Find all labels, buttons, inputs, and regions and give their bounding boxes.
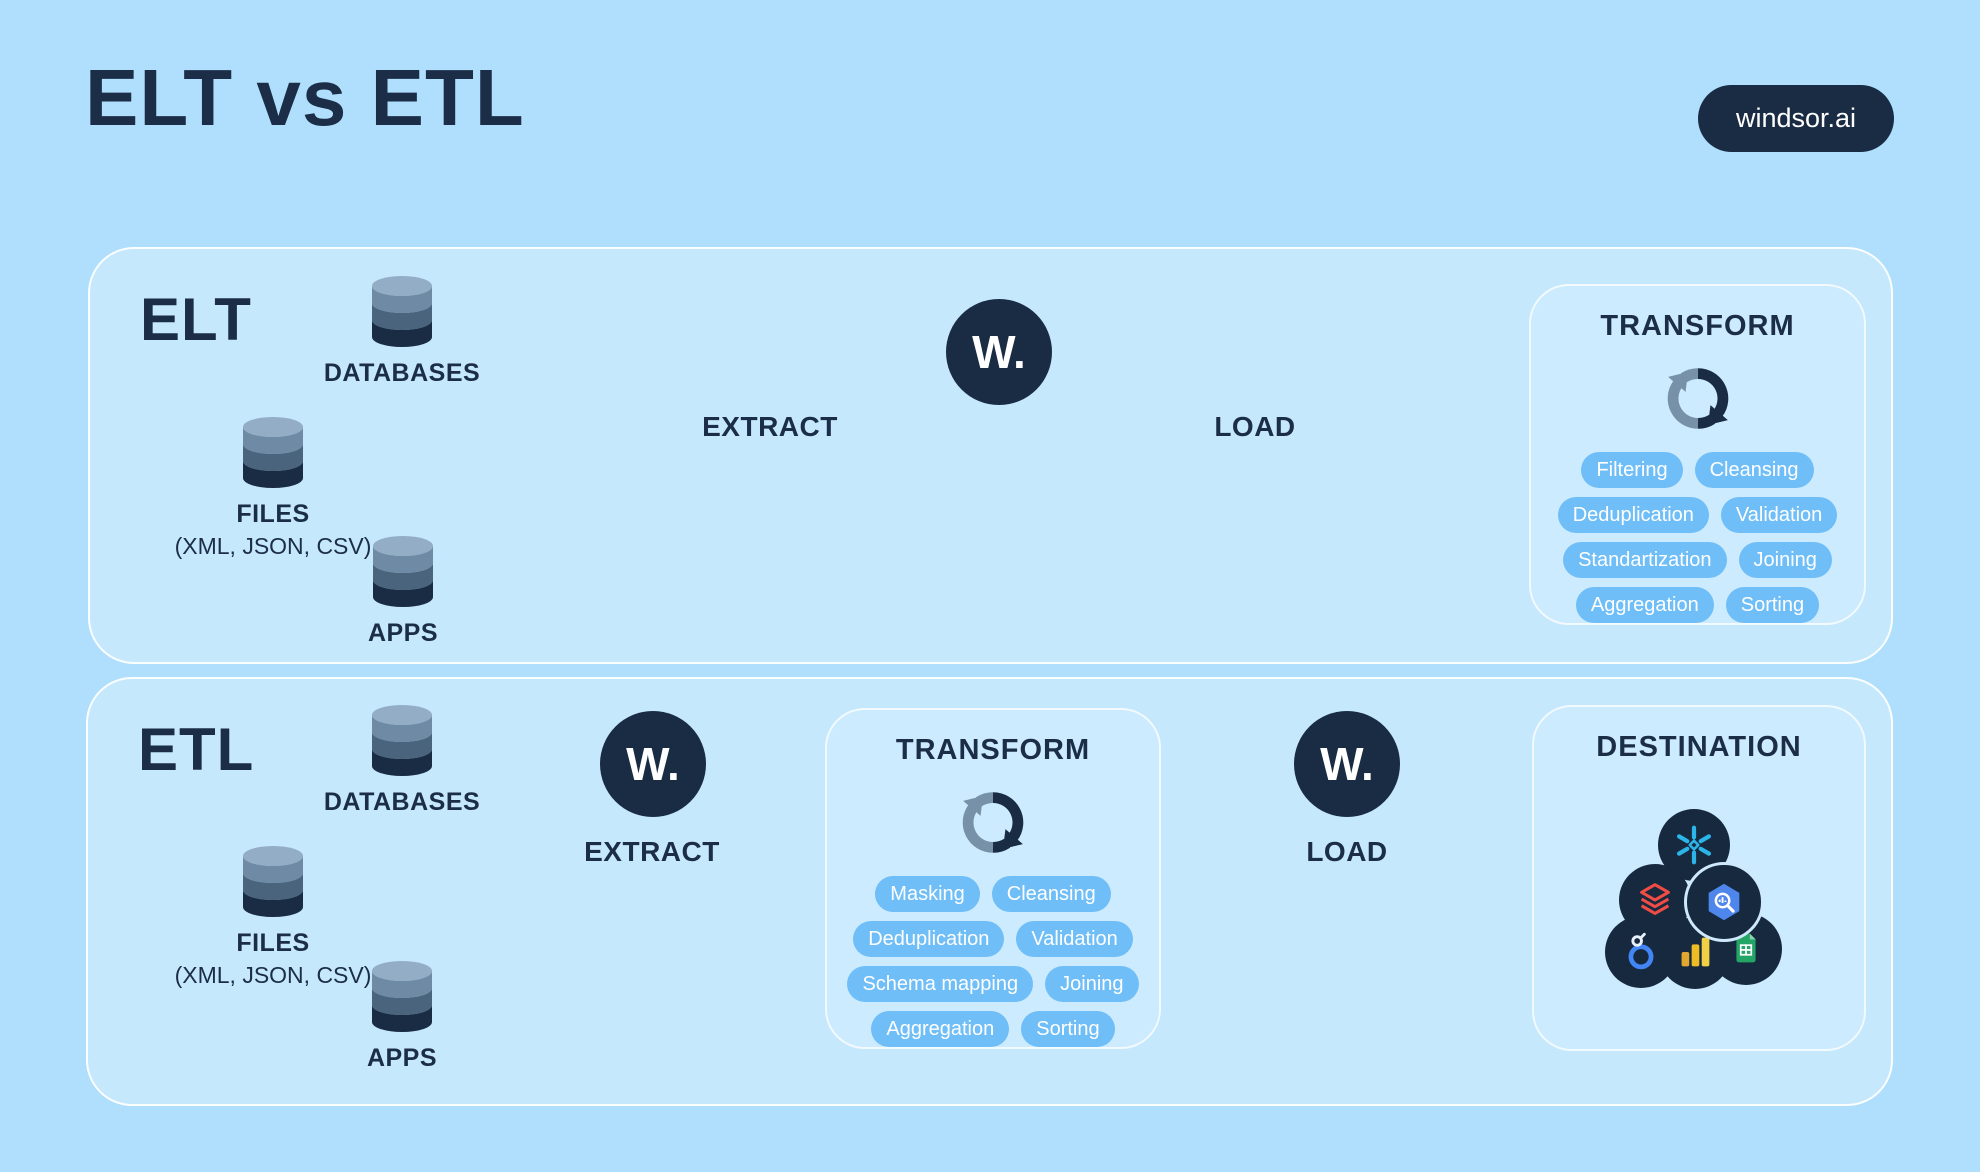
extract-label: EXTRACT <box>702 411 838 442</box>
transform-tag: Cleansing <box>991 876 1111 912</box>
bigquery-icon <box>1684 862 1764 942</box>
panel-title: ETL <box>138 716 255 783</box>
windsor-logo: W. <box>600 711 706 817</box>
source-databases: DATABASES <box>282 701 522 817</box>
transform-tag: Schema mapping <box>847 966 1034 1002</box>
database-icon <box>243 417 303 488</box>
database-icon <box>373 536 433 607</box>
source-sublabel: (XML, JSON, CSV) <box>174 962 372 988</box>
transform-tags: Masking Cleansing Deduplication Validati… <box>827 876 1159 1047</box>
transform-card: TRANSFORM Masking Cleansing Deduplicatio… <box>825 708 1161 1049</box>
source-label: DATABASES <box>323 788 481 816</box>
transform-tag: Standartization <box>1563 542 1727 578</box>
source-label: APPS <box>367 619 439 647</box>
transform-tag: Masking <box>875 876 980 912</box>
windsor-logo: W. <box>946 299 1052 405</box>
source-label: FILES <box>236 500 310 528</box>
transform-tag: Filtering <box>1581 452 1683 488</box>
transform-tag: Joining <box>1045 966 1139 1002</box>
transform-tag: Validation <box>1016 921 1133 957</box>
extract-label: EXTRACT <box>584 836 720 867</box>
source-sublabel: (XML, JSON, CSV) <box>174 533 372 559</box>
source-apps: APPS <box>282 957 522 1073</box>
transform-tag: Cleansing <box>1694 452 1814 488</box>
load-label: LOAD <box>1214 411 1296 442</box>
destination-title: DESTINATION <box>1596 731 1802 763</box>
source-label: DATABASES <box>323 359 481 387</box>
source-files: FILES (XML, JSON, CSV) <box>153 413 393 560</box>
database-icon <box>372 276 432 347</box>
transform-tag: Sorting <box>1725 587 1820 623</box>
source-label: APPS <box>366 1044 438 1072</box>
source-files: FILES (XML, JSON, CSV) <box>153 842 393 989</box>
panel-etl: ETL DATABASES FILES (XML, JSON, CSV) APP… <box>86 677 1893 1106</box>
transform-tags: Filtering Cleansing Deduplication Valida… <box>1531 452 1864 623</box>
transform-tag: Joining <box>1738 542 1832 578</box>
source-label: FILES <box>236 929 310 957</box>
database-icon <box>372 961 432 1032</box>
windsor-logo: W. <box>1294 711 1400 817</box>
transform-title: TRANSFORM <box>895 734 1091 766</box>
page-title: ELT vs ETL <box>85 53 525 142</box>
transform-tag: Deduplication <box>1557 497 1709 533</box>
load-label: LOAD <box>1306 836 1388 867</box>
snowflake-icon <box>1658 809 1730 881</box>
source-databases: DATABASES <box>282 272 522 388</box>
transform-tag: Sorting <box>1021 1011 1115 1047</box>
transform-title: TRANSFORM <box>1600 310 1795 342</box>
brand-badge[interactable]: windsor.ai <box>1698 85 1894 152</box>
sync-icon <box>947 781 1039 864</box>
source-apps: APPS <box>283 532 523 648</box>
transform-tag: Deduplication <box>853 921 1005 957</box>
destination-logo-cluster <box>1534 707 1864 1049</box>
destination-card: DESTINATION <box>1532 705 1866 1051</box>
sync-icon <box>1652 357 1744 440</box>
transform-tag: Validation <box>1720 497 1838 533</box>
database-icon <box>243 846 303 917</box>
panel-elt: ELT DATABASES FILES (XML, JSON, CSV) APP… <box>88 247 1893 664</box>
transform-tag: Aggregation <box>1575 587 1714 623</box>
transform-tag: Aggregation <box>871 1011 1010 1047</box>
database-icon <box>372 705 432 776</box>
transform-card: TRANSFORM Filtering Cleansing Deduplicat… <box>1529 284 1866 625</box>
panel-title: ELT <box>140 286 252 353</box>
